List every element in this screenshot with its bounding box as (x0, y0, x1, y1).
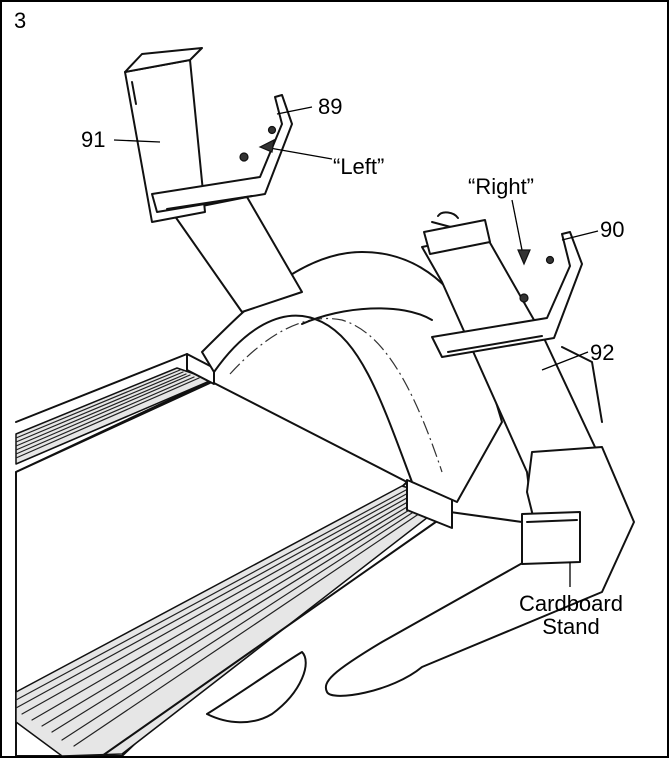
cardboard-stand (521, 511, 581, 565)
part-label-91: 91 (81, 127, 106, 152)
cardboard-stand-label-line1: Cardboard (519, 591, 623, 616)
motor-hood (201, 251, 503, 503)
part-label-92: 92 (590, 340, 615, 365)
part-label-89: 89 (318, 94, 343, 119)
right-bracket-label: “Right” (468, 174, 535, 199)
left-bracket-89 (151, 94, 293, 213)
right-upright-92 (324, 211, 635, 697)
lower-rail-ribs (15, 489, 439, 747)
cardboard-stand-label: Cardboard Stand (505, 592, 637, 638)
upper-rail-ribs (15, 369, 200, 459)
step-number: 3 (14, 8, 27, 33)
left-bracket-label: “Left” (333, 154, 385, 179)
right-bracket-90 (431, 231, 583, 358)
leader-lines (113, 106, 599, 587)
part-label-90: 90 (600, 217, 625, 242)
cardboard-stand-label-line2: Stand (542, 614, 600, 640)
treadmill-deck (15, 353, 523, 756)
left-upright-91 (124, 47, 303, 313)
